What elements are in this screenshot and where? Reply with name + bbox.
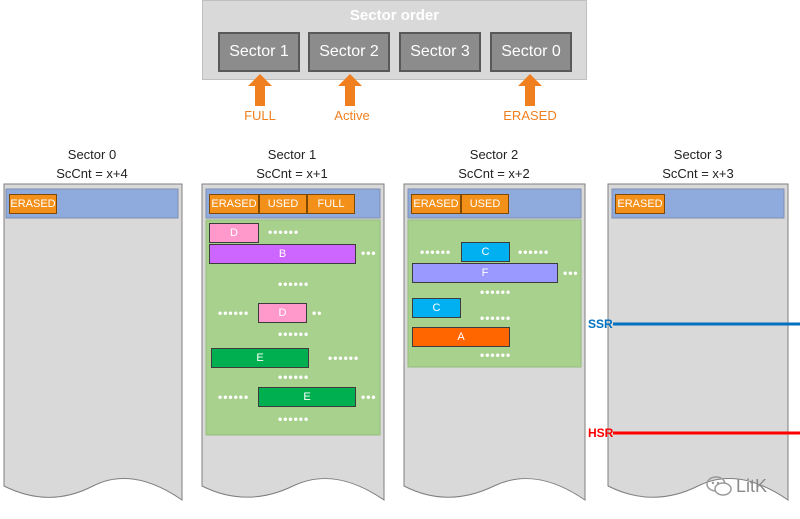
sector-1-dots: •••••• [278, 412, 310, 426]
full-arrow-icon [248, 74, 272, 106]
sector-1-count: ScCnt = x+1 [256, 166, 328, 181]
active-arrow-icon [338, 74, 362, 106]
sector-2-dots: •••••• [480, 311, 512, 325]
sector-2-record-c-2: C [412, 298, 461, 318]
sector-1-dots: •••••• [278, 370, 310, 384]
sector-1-name: Sector 1 [267, 147, 317, 162]
sector-1-dots: •••••• [278, 277, 310, 291]
sector-2-dots: ••• [563, 266, 579, 280]
sector-2-status-erased: ERASED [411, 194, 461, 214]
order-box-sector-3: Sector 3 [399, 32, 481, 72]
sector-2-count: ScCnt = x+2 [458, 166, 530, 181]
sector-1-status-used: USED [259, 194, 307, 214]
sector-0-count: ScCnt = x+4 [56, 166, 128, 181]
sector-1-dots: •• [312, 306, 323, 320]
hsr-label: HSR [588, 426, 614, 440]
sector-1-record-e: E [211, 348, 309, 368]
sector-1-dots: •••••• [218, 390, 250, 404]
erased-label: ERASED [503, 108, 557, 123]
erased-arrow-icon [518, 74, 542, 106]
sector-1-record-d: D [209, 223, 259, 243]
active-label: Active [334, 108, 370, 123]
sector-order-title: Sector order [349, 7, 440, 24]
order-box-sector-2: Sector 2 [308, 32, 390, 72]
sector-1-record-b: B [209, 244, 356, 264]
sector-1-dots: ••• [361, 246, 377, 260]
sector-3-count: ScCnt = x+3 [662, 166, 734, 181]
sector-2-record-a: A [412, 327, 510, 347]
sector-2-dots: •••••• [480, 348, 512, 362]
full-label: FULL [244, 108, 276, 123]
sector-3-page [607, 183, 789, 501]
sector-0-page [3, 183, 183, 501]
sector-1-record-d-2: D [258, 303, 307, 323]
sector-2-name: Sector 2 [469, 147, 519, 162]
order-box-sector-0: Sector 0 [490, 32, 572, 72]
sector-1-record-e-2: E [258, 387, 356, 407]
sector-2-dots: •••••• [518, 245, 550, 259]
sector-3-name: Sector 3 [673, 147, 723, 162]
sector-1-dots: •••••• [278, 327, 310, 341]
sector-1-status-full: FULL [307, 194, 355, 214]
sector-2-record-f: F [412, 263, 558, 283]
sector-2-record-c: C [461, 242, 510, 262]
sector-2-status-used: USED [461, 194, 509, 214]
sector-0-status-erased: ERASED [9, 194, 57, 214]
sector-1-dots: •••••• [328, 351, 360, 365]
order-box-sector-1: Sector 1 [218, 32, 300, 72]
sector-1-status-erased: ERASED [209, 194, 259, 214]
watermark-text: LitK [736, 476, 768, 496]
sector-1-dots: ••• [361, 390, 377, 404]
sector-1-dots: •••••• [268, 225, 300, 239]
sector-2-dots: •••••• [480, 285, 512, 299]
sector-0-name: Sector 0 [67, 147, 117, 162]
sector-3-status-erased: ERASED [615, 194, 665, 214]
sector-1-dots: •••••• [218, 306, 250, 320]
sector-2-dots: •••••• [420, 245, 452, 259]
wechat-icon [706, 476, 732, 496]
ssr-label: SSR [588, 317, 613, 331]
